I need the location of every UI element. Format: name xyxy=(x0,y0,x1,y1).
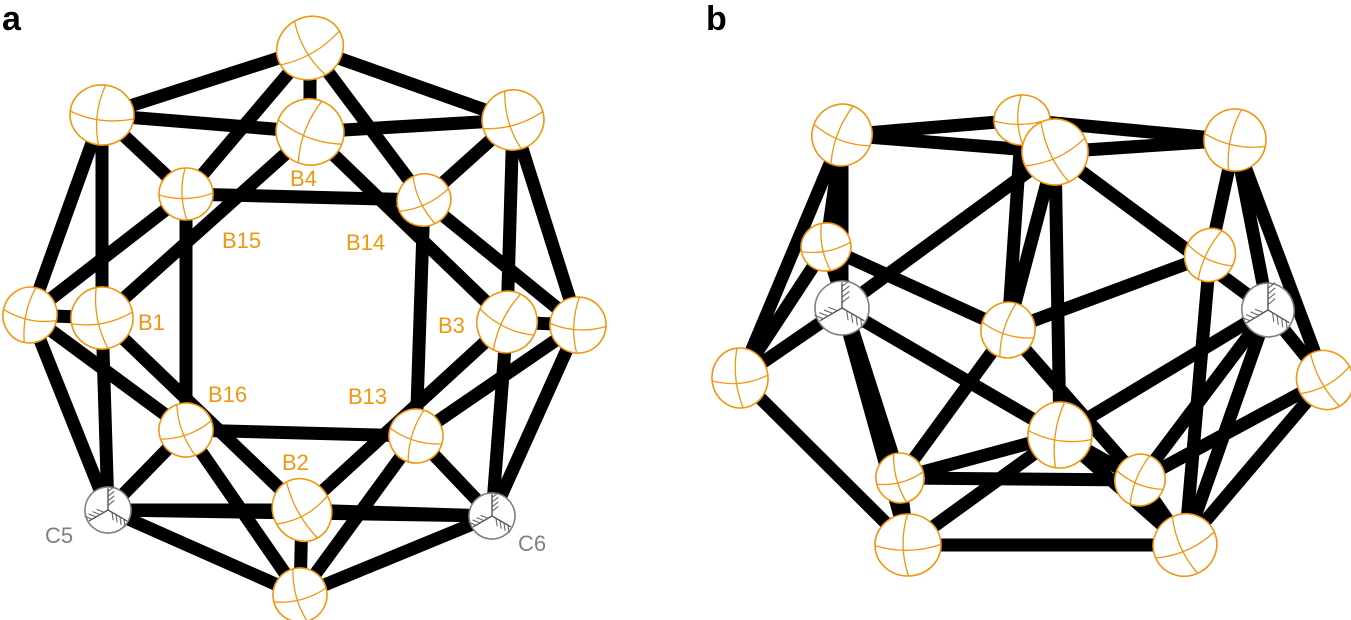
atom-label-b16: B16 xyxy=(208,382,247,407)
panel-b-atom-b1 xyxy=(811,103,873,167)
panel-b-atom-b14 xyxy=(1152,513,1218,577)
panel-a-atom-Bur xyxy=(481,89,545,151)
panel-b-bond-C2-b12 xyxy=(1134,306,1274,484)
atom-label-b1: B1 xyxy=(138,310,165,335)
panel-a-atom-B1 xyxy=(70,286,134,350)
atom-label-c5: C5 xyxy=(45,523,73,548)
atom-label-c6: C6 xyxy=(518,531,546,556)
panel-a-bond-Btop-Bur xyxy=(307,41,516,127)
panel-a-bond-Btop-Bul xyxy=(100,41,312,122)
panel-b-atom-b8 xyxy=(711,347,769,409)
panel-a-atom-B14 xyxy=(396,173,452,227)
panel-a-bond-Bl-C5 xyxy=(23,312,115,513)
atom-label-b3: B3 xyxy=(438,313,465,338)
panel-b-bond-b3-C2 xyxy=(1051,146,1272,316)
panel-b-bond-b8-b13 xyxy=(735,373,913,550)
panel-a-bond-B15-Bl xyxy=(26,188,190,321)
atom-label-b14: B14 xyxy=(346,230,385,255)
panel-a-bond-C5-Bbot xyxy=(105,504,303,601)
panel-b-atom-b5 xyxy=(800,222,852,272)
panel-b-bond-b11-b12 xyxy=(899,471,1141,487)
panel-b-structure xyxy=(711,94,1351,577)
panel-a-atoms xyxy=(2,15,607,620)
panel-a-atom-C5 xyxy=(84,486,132,534)
panel-a-atom-B2 xyxy=(271,477,333,543)
panel-a-atom-Btop xyxy=(275,15,345,81)
panel-b-bond-b2-b7 xyxy=(1001,119,1029,331)
panel-b-atoms xyxy=(711,94,1351,577)
panel-a-bond-C6-Bbot xyxy=(297,509,495,602)
panel-b-atom-b3 xyxy=(1021,118,1089,186)
panel-a-bond-B15-B14 xyxy=(185,187,425,207)
panel-a-atom-Bl xyxy=(2,286,58,344)
panel-a-atom-C6 xyxy=(468,492,516,540)
panel-a-atom-B3 xyxy=(476,290,538,354)
panel-b-bond-b5-b7 xyxy=(823,241,1011,336)
panel-a-bond-B3-C6 xyxy=(485,321,514,517)
panel-a-atom-Bul xyxy=(69,84,135,146)
panel-b-bond-b9-b14 xyxy=(1180,375,1330,550)
panel-a-atom-B15 xyxy=(158,167,214,221)
atom-label-b13: B13 xyxy=(348,384,387,409)
atom-label-b15: B15 xyxy=(222,228,261,253)
panel-a-bond-B1-C5 xyxy=(95,317,115,511)
panel-b-bond-b4-b9 xyxy=(1228,137,1332,383)
panel-b-atom-b11 xyxy=(875,452,925,504)
panel-b-bond-b6-b7 xyxy=(1005,248,1213,337)
panel-a-bond-Bur-Br xyxy=(506,118,585,327)
panel-a-atom-B4 xyxy=(275,98,345,166)
panel-a-atom-B13 xyxy=(388,408,444,464)
panel-a-bond-Bul-Bl xyxy=(23,112,109,318)
panel-a-bond-Br-C6 xyxy=(486,322,584,519)
panel-b-bond-C2-b10 xyxy=(1056,304,1272,441)
panel-b-atom-b10 xyxy=(1027,401,1093,469)
panel-b-atom-b13 xyxy=(874,513,942,577)
panel-b-atom-b6 xyxy=(1183,227,1237,283)
panel-b-bond-b9-b12 xyxy=(1136,374,1329,486)
panel-a-bond-B4-B3 xyxy=(305,127,512,327)
panel-a-atom-Bbot xyxy=(272,567,328,620)
panel-b-bond-b7-b11 xyxy=(894,326,1014,482)
panel-b-bond-b1-b8 xyxy=(734,132,848,381)
panel-b-atom-b7 xyxy=(980,301,1036,359)
panel-a-bond-B4-B1 xyxy=(97,127,315,323)
panel-a-atom-Br xyxy=(549,296,607,354)
panel-a-bond-B14-Br xyxy=(419,194,583,331)
panel-a-bond-Bur-B3 xyxy=(500,119,520,323)
atom-label-b2: B2 xyxy=(282,450,309,475)
atom-label-b4: B4 xyxy=(290,166,317,191)
panel-label-b: b xyxy=(706,0,727,38)
panel-b-bond-C1-b10 xyxy=(838,302,1064,441)
panel-a-atom-B16 xyxy=(158,402,214,458)
panel-a-bond-Bl-B16 xyxy=(26,309,190,436)
panel-b-atom-C2 xyxy=(1241,282,1295,338)
panel-a-bond-Br-B13 xyxy=(412,319,582,442)
panel-b-atom-b4 xyxy=(1203,108,1267,172)
panel-label-a: a xyxy=(2,0,22,38)
panel-b-atom-C1 xyxy=(814,280,870,336)
panel-b-atom-b9 xyxy=(1295,349,1351,411)
panel-b-atom-b12 xyxy=(1114,453,1166,507)
